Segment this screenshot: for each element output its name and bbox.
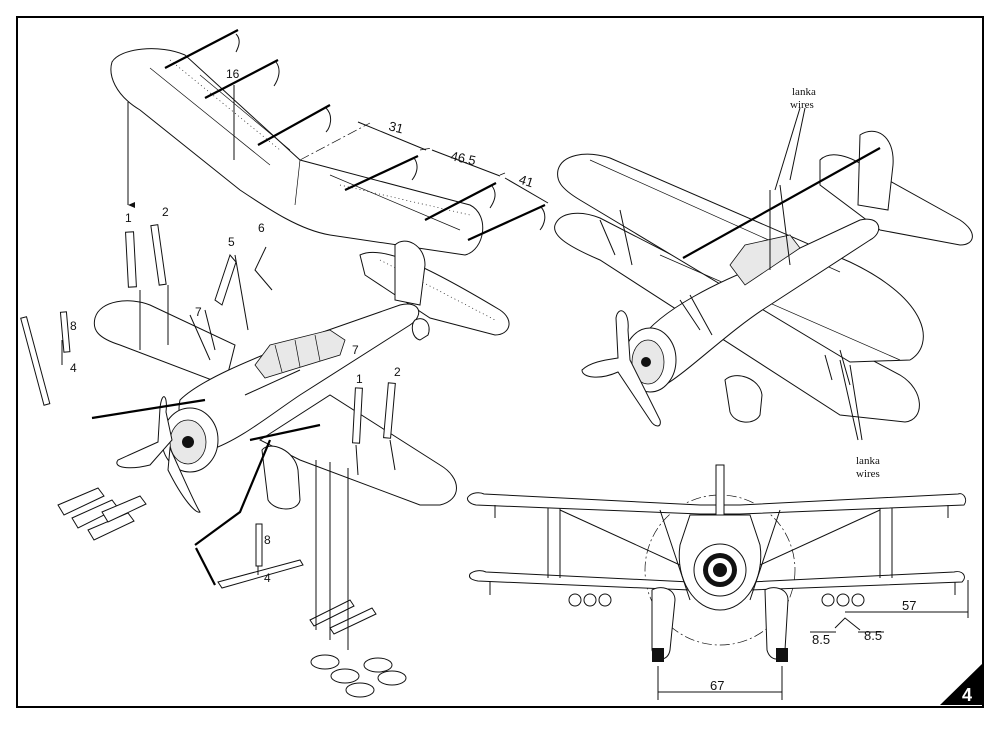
- callout-2: 2: [162, 205, 169, 219]
- wire-label: wires: [790, 99, 814, 111]
- callout-6: 6: [258, 221, 265, 235]
- callout-16: 16: [226, 67, 240, 81]
- strut-parts: [20, 224, 396, 589]
- callout-7: 7: [195, 305, 202, 319]
- propeller: [581, 310, 661, 427]
- callout-1: 1: [356, 372, 363, 386]
- dimension-67: 67: [710, 678, 724, 693]
- rocket-set-bottom: [309, 599, 407, 698]
- assembly-leaders: [61, 85, 396, 650]
- propeller: [116, 396, 173, 469]
- lower-wing-left: [93, 300, 236, 386]
- exploded-view: 16 1 2 5 6 7 7 8 4 1 2 8 4 31 46.5 41: [20, 29, 549, 698]
- wire-label: lanka: [856, 455, 880, 467]
- dimension-46-5: 46.5: [449, 148, 477, 168]
- canopy: [254, 329, 346, 379]
- rigging-wire-parts: [164, 29, 546, 242]
- page-number: 4: [962, 685, 972, 705]
- rocket-set-left: [57, 487, 147, 541]
- main-float: [261, 445, 301, 510]
- lower-wing-right: [258, 394, 457, 506]
- page-frame: [16, 16, 984, 708]
- wire-leader: [774, 107, 806, 191]
- dimension-57: 57: [902, 598, 916, 613]
- callout-4: 4: [264, 571, 271, 585]
- dimension-8-5: 8.5: [864, 628, 882, 643]
- page-number-tab: [940, 663, 983, 705]
- upper-wing: [467, 492, 967, 515]
- wire-label: lanka: [792, 86, 816, 98]
- main-float: [724, 375, 763, 423]
- propeller-disc: [644, 494, 796, 646]
- callout-7: 7: [352, 343, 359, 357]
- dimension-lines-top: [357, 121, 549, 204]
- callout-4: 4: [70, 361, 77, 375]
- dimension-line-67: [657, 666, 783, 700]
- wire-label: wires: [856, 468, 880, 480]
- front-view: 57 8.5 8.5 67: [467, 464, 969, 700]
- rigged-view: lanka wires lanka wires: [554, 86, 973, 480]
- callout-8: 8: [70, 319, 77, 333]
- rigging-wire: [682, 147, 881, 259]
- dimension-41: 41: [517, 172, 535, 191]
- callout-2: 2: [394, 365, 401, 379]
- callout-1: 1: [125, 211, 132, 225]
- callout-5: 5: [228, 235, 235, 249]
- dimension-31: 31: [387, 118, 405, 136]
- wire-leader: [839, 359, 863, 441]
- vertical-fin: [857, 130, 894, 211]
- callout-8: 8: [264, 533, 271, 547]
- lower-wing: [469, 570, 965, 591]
- tailplane: [819, 154, 973, 246]
- upper-wing: [110, 48, 484, 256]
- vertical-fin: [394, 240, 426, 306]
- dimension-8-5: 8.5: [812, 632, 830, 647]
